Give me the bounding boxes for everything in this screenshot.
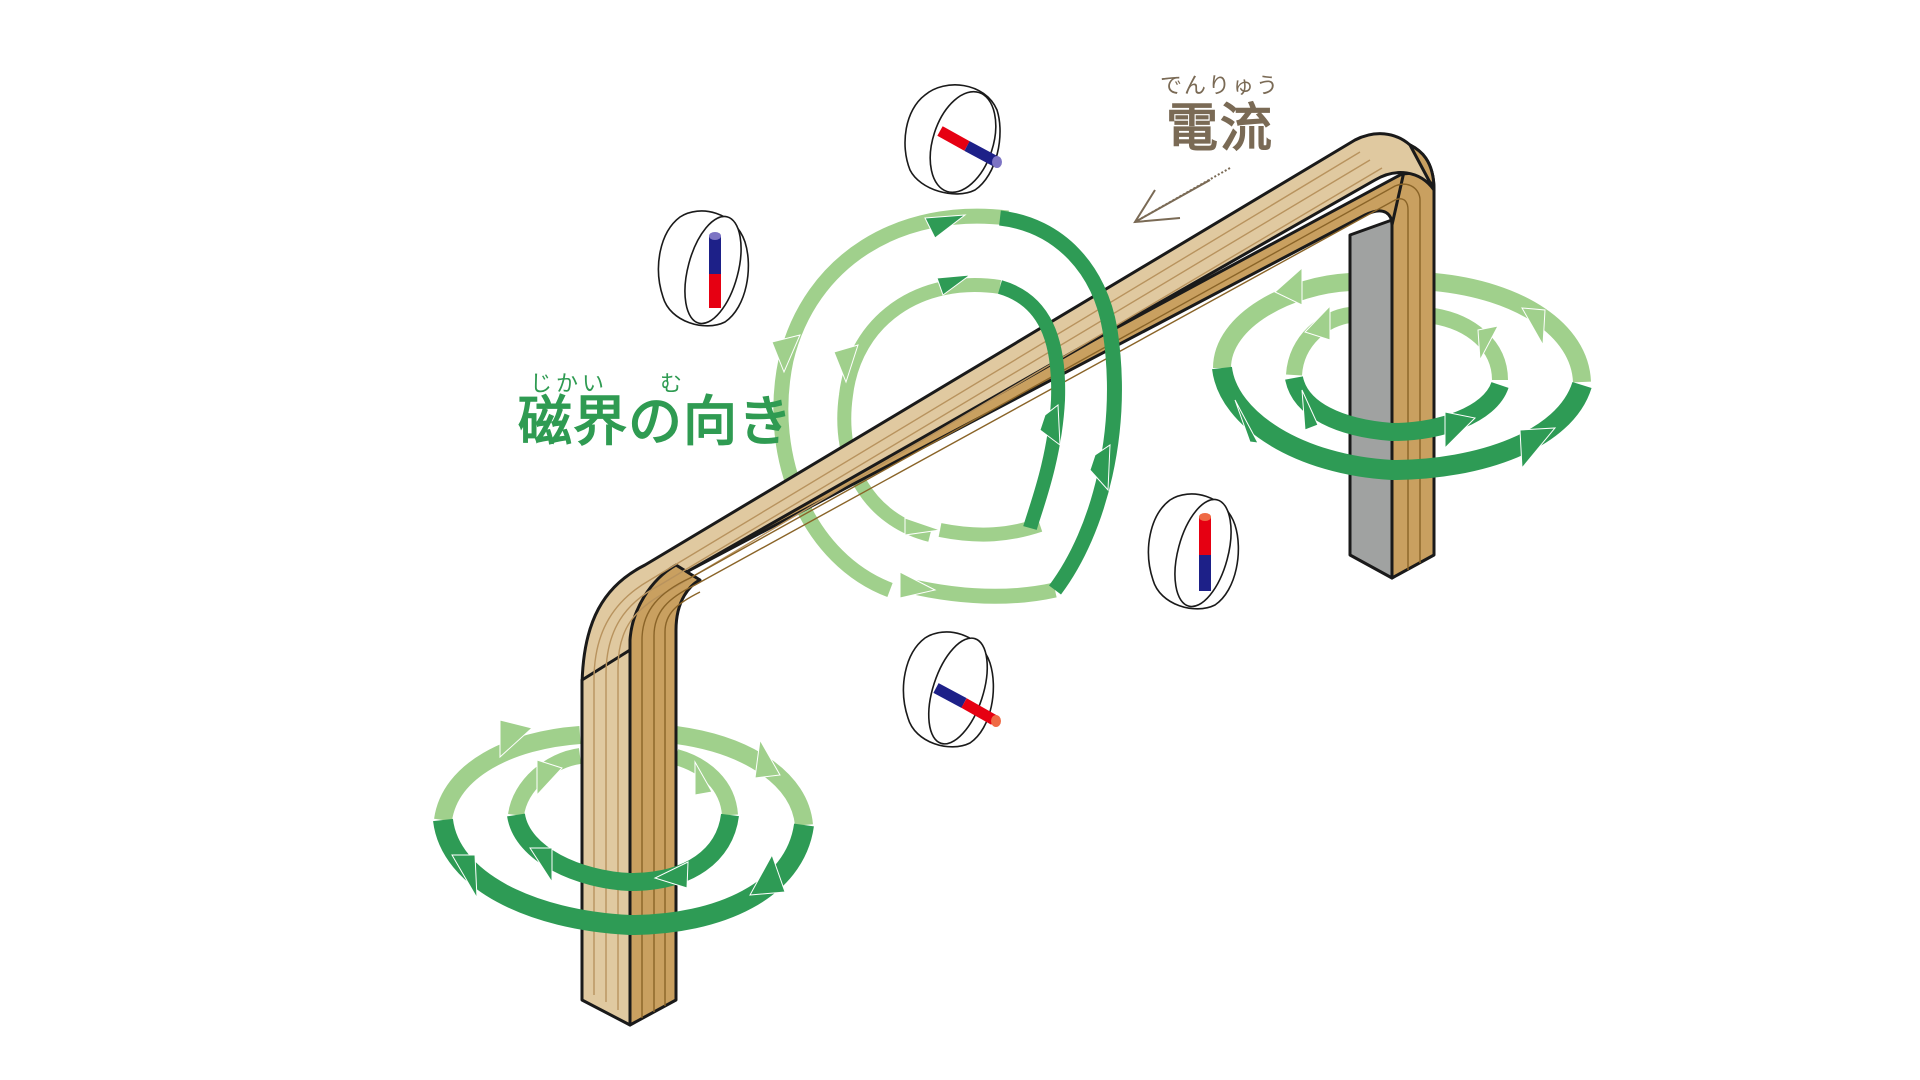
right-post-front-arrowheads [1234, 389, 1557, 470]
magnetic-field-ruby-1: じかい [530, 372, 609, 397]
compass-right-needle-south [1199, 555, 1211, 591]
compass-right [1147, 493, 1240, 610]
compass-bottom [902, 631, 1001, 748]
current-arrow [1133, 167, 1231, 224]
compass-top-needle-north [937, 126, 970, 151]
beam-field-rings-front [997, 210, 1122, 595]
compass-bottom-needle-north [961, 698, 997, 725]
left-post-front-arrowheads [451, 847, 786, 899]
magnetic-field-label-text: 磁界の向き [518, 390, 793, 453]
current-label: でんりゅう 電流 [1160, 68, 1280, 158]
right-post-side-face [1390, 143, 1436, 580]
compass-top [904, 84, 1002, 195]
right-post-back-arrowheads [1274, 266, 1546, 362]
beam-back-arrowheads [771, 334, 941, 599]
right-post-inner-face [1348, 218, 1394, 580]
compass-left-needle-north [709, 274, 721, 308]
current-label-ruby: でんりゅう [1160, 74, 1281, 99]
current-label-text: 電流 [1166, 99, 1275, 159]
left-post-back-arrowheads [499, 719, 781, 797]
beam-front-arrowheads [924, 214, 1111, 492]
compass-bottom-needle-south [933, 683, 967, 708]
wood-grain [593, 151, 1421, 1018]
compass-right-needle-north [1199, 517, 1211, 555]
compass-left [657, 210, 750, 327]
magnetic-field-label: じかい む 磁界の向き [518, 366, 793, 452]
magnetic-field-ruby-2: む [660, 372, 683, 397]
compass-left-needle-south [709, 236, 721, 274]
compass-top-needle-south [964, 141, 998, 166]
